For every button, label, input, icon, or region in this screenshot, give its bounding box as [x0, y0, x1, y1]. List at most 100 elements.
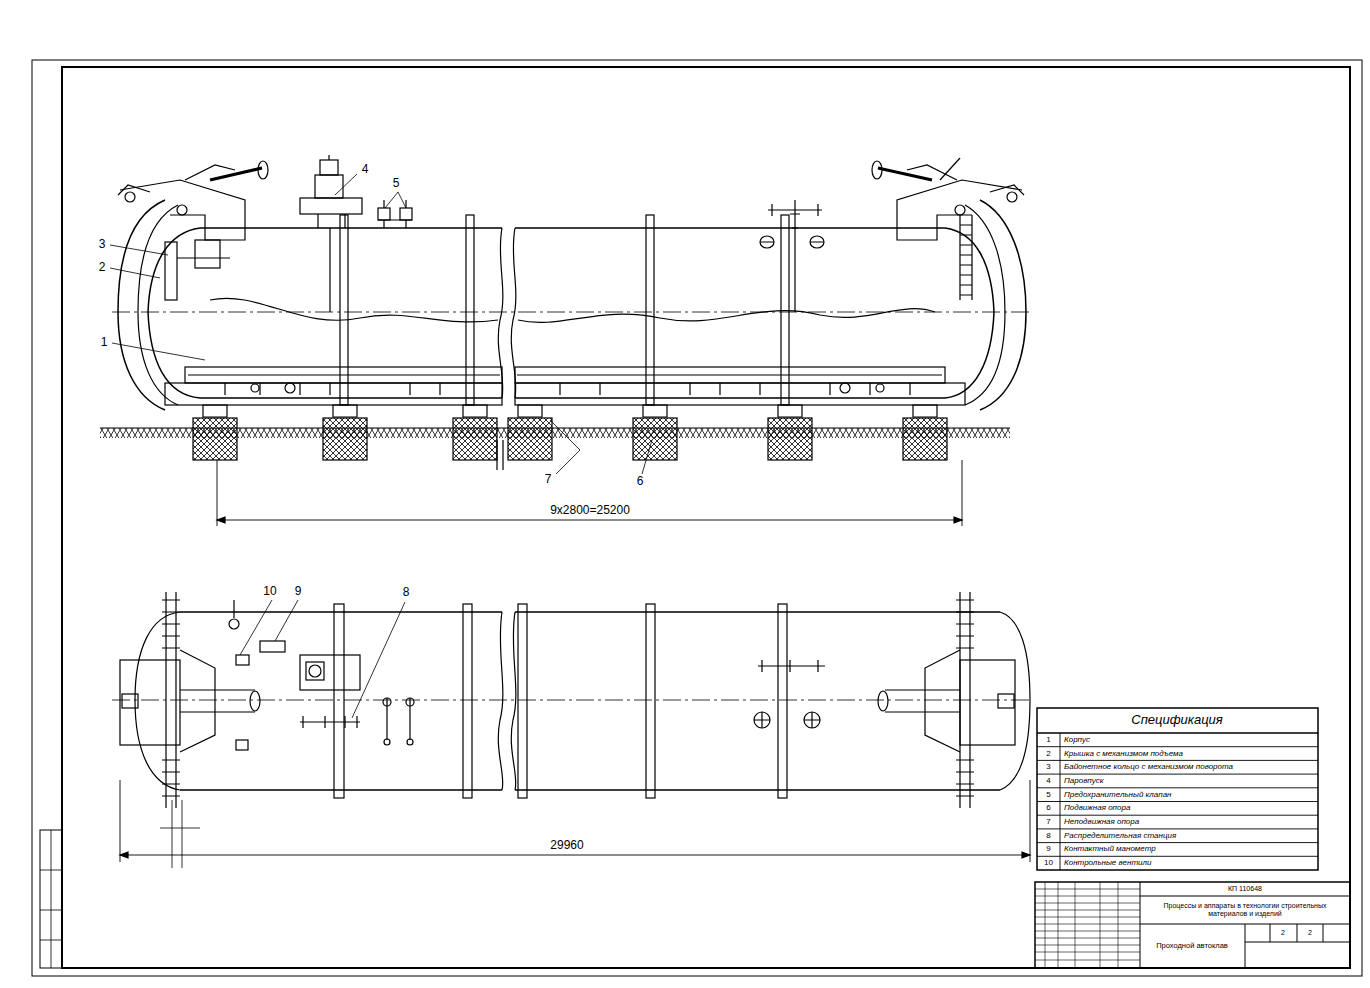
- safety-valves: [378, 200, 412, 228]
- callout-number: 6: [637, 475, 644, 488]
- lid-left: [258, 161, 268, 179]
- plan-lid-mechanisms: [998, 694, 1014, 708]
- leader-lines: [110, 268, 160, 278]
- lid-left: [138, 205, 178, 405]
- title-block: [1140, 882, 1350, 968]
- table-heading: Спецификация: [1131, 713, 1223, 727]
- supports: [323, 418, 367, 460]
- steam-inlet: [320, 160, 338, 175]
- plan-body: [135, 604, 1030, 798]
- autoclave-body: [200, 228, 945, 398]
- lid-left: [210, 168, 262, 180]
- lid-left: [177, 205, 187, 215]
- autoclave-body: [945, 228, 994, 398]
- leader-lines: [275, 600, 298, 641]
- specification-table: [1037, 708, 1318, 870]
- rail-track: [285, 383, 295, 393]
- table-cell-number: 10: [1044, 859, 1053, 868]
- steam-inlet: [300, 198, 362, 214]
- plan-fittings: [236, 655, 249, 665]
- sheet-frame: [40, 830, 62, 968]
- dimension-lines: [160, 800, 200, 868]
- right-fittings: [760, 241, 824, 242]
- leader-lines: [550, 420, 580, 474]
- table-cell-number: 4: [1046, 777, 1050, 786]
- leader-lines: [112, 343, 205, 360]
- plan-body: [135, 612, 180, 790]
- plan-fittings: [309, 665, 321, 677]
- lid-right: [955, 205, 965, 215]
- plan-fittings: [236, 740, 248, 750]
- supports: [453, 418, 497, 460]
- plan-fittings: [306, 662, 324, 680]
- dimension-lines: [120, 852, 1030, 858]
- safety-valves: [378, 200, 412, 228]
- lid-right: [878, 168, 932, 180]
- right-fittings: [790, 214, 800, 228]
- steam-inlet: [315, 175, 343, 198]
- title-block: [1035, 882, 1350, 968]
- autoclave-body: [646, 215, 654, 405]
- table-cell-name: Контактный манометр: [1064, 845, 1156, 854]
- supports: [633, 418, 677, 460]
- callout-number: 2: [99, 261, 106, 274]
- callout-number: 4: [362, 163, 369, 176]
- plan-lid-mechanisms: [120, 650, 1015, 752]
- rail-track: [876, 384, 884, 392]
- sheet-frame: [32, 60, 1362, 976]
- autoclave-body: [466, 215, 474, 405]
- centerline: [112, 312, 1032, 700]
- right-fittings: [768, 200, 822, 312]
- steam-inlet: [318, 155, 345, 312]
- plan-body: [778, 604, 787, 798]
- plan-fittings: [300, 716, 360, 728]
- autoclave-body: [148, 228, 200, 398]
- table-cell-name: Предохранительный клапан: [1064, 790, 1171, 799]
- centerline: [112, 312, 1032, 313]
- supports: [497, 440, 503, 470]
- supports: [768, 418, 812, 460]
- plan-body: [511, 612, 516, 790]
- table-cell-number: 9: [1046, 845, 1050, 854]
- plan-lid-mechanisms: [878, 691, 888, 711]
- sheet-count: 2: [1308, 929, 1312, 937]
- leader-lines: [385, 192, 406, 208]
- supports: [193, 418, 947, 460]
- specification-table: [1037, 708, 1318, 870]
- callout-number: 7: [545, 473, 552, 486]
- plan-body: [646, 604, 655, 798]
- plan-lid-mechanisms: [250, 691, 260, 711]
- table-cell-name: Распределительная станция: [1064, 831, 1176, 840]
- rail-track: [515, 383, 965, 405]
- drawing-name: Проходной автоклав: [1156, 942, 1228, 950]
- leader-lines: [335, 174, 357, 195]
- table-cell-number: 5: [1046, 790, 1050, 799]
- plan-lid-mechanisms: [180, 650, 255, 752]
- steam-inlet: [300, 155, 362, 312]
- table-cell-name: Подвижная опора: [1064, 804, 1130, 813]
- supports: [903, 418, 947, 460]
- plan-lid-mechanisms: [120, 660, 180, 745]
- plan-body: [518, 604, 527, 798]
- plan-fittings: [407, 739, 413, 745]
- table-cell-name: Байонетное кольцо с механизмом поворота: [1064, 763, 1233, 772]
- rail-track: [251, 384, 259, 392]
- callout-number: 3: [99, 238, 106, 251]
- leader-lines: [110, 174, 652, 718]
- leader-lines: [352, 602, 405, 718]
- plan-fittings: [406, 698, 414, 706]
- title-block: [1035, 882, 1140, 968]
- dimension-lines: [120, 460, 1030, 868]
- plan-fittings: [300, 655, 360, 690]
- sheet-number: 2: [1281, 929, 1285, 937]
- plan-body: [180, 612, 1000, 790]
- lid-left: [165, 242, 177, 300]
- plan-bayonet-rings: [162, 600, 974, 796]
- plan-fittings: [758, 660, 825, 672]
- plan-fittings: [754, 712, 820, 728]
- autoclave-body: [210, 298, 498, 322]
- plan-body: [463, 604, 472, 798]
- plan-fittings: [233, 600, 234, 618]
- dimension-text: 29960: [548, 839, 585, 852]
- plan-fittings: [384, 739, 390, 745]
